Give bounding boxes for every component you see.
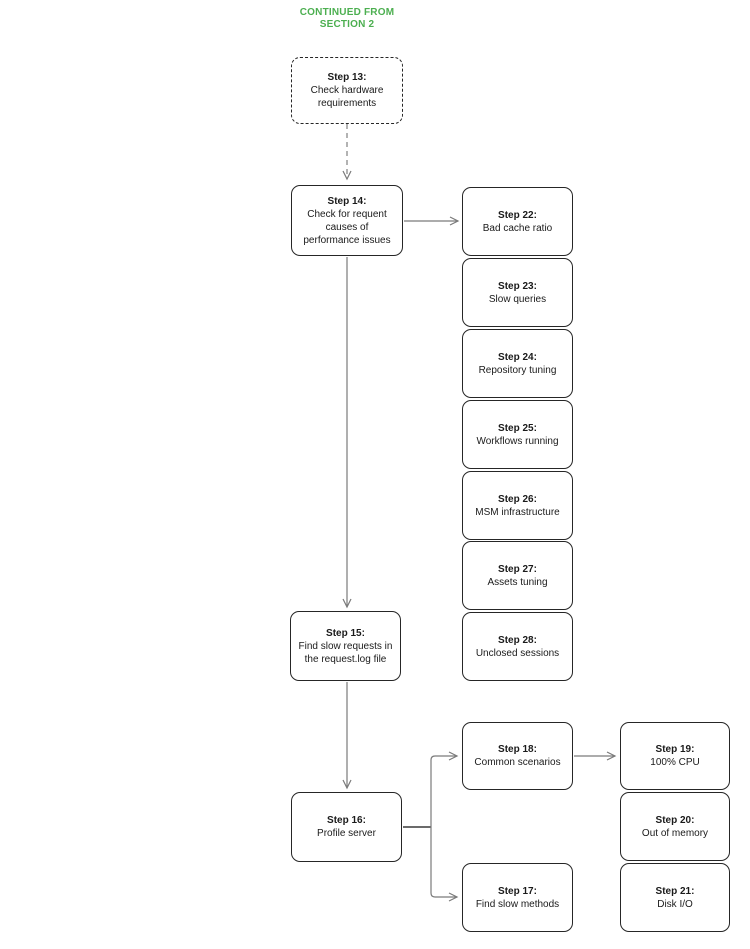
flowchart-node-step-15: Step 15: Find slow requests in the reque… xyxy=(290,611,401,681)
flowchart-node-step-23: Step 23: Slow queries xyxy=(462,258,573,327)
node-desc: 100% CPU xyxy=(650,757,700,768)
node-desc: Find slow methods xyxy=(475,898,560,910)
node-desc: Bad cache ratio xyxy=(482,222,553,234)
node-desc: Profile server xyxy=(317,828,376,839)
flowchart-node-step-27: Step 27: Assets tuning xyxy=(462,541,573,610)
node-title: Step 16: xyxy=(327,815,366,826)
node-title: Step 24: xyxy=(498,351,537,363)
flowchart-node-step-25: Step 25: Workflows running xyxy=(462,400,573,469)
node-title: Step 26: xyxy=(498,493,537,505)
node-desc: Unclosed sessions xyxy=(475,647,560,659)
continued-from-label: CONTINUED FROM SECTION 2 xyxy=(299,7,395,30)
node-title: Step 23: xyxy=(498,280,537,292)
node-title: Step 22: xyxy=(498,209,537,221)
flowchart-node-step-16: Step 16: Profile server xyxy=(291,792,402,862)
flowchart-node-step-22: Step 22: Bad cache ratio xyxy=(462,187,573,256)
node-desc: Check hardware requirements xyxy=(310,85,384,109)
node-title: Step 15: xyxy=(326,627,365,639)
flowchart-node-step-19: Step 19: 100% CPU xyxy=(620,722,730,790)
node-title: Step 21: xyxy=(655,885,695,897)
node-desc: Slow queries xyxy=(488,293,547,305)
node-desc: Workflows running xyxy=(476,435,559,447)
node-desc: Assets tuning xyxy=(487,576,548,588)
flowchart-node-step-28: Step 28: Unclosed sessions xyxy=(462,612,573,681)
node-desc: MSM infrastructure xyxy=(475,506,560,518)
node-desc: Disk I/O xyxy=(657,898,693,910)
flowchart-node-step-21: Step 21: Disk I/O xyxy=(620,863,730,932)
node-title: Step 17: xyxy=(498,885,537,897)
node-title: Step 25: xyxy=(498,422,537,434)
node-title: Step 14: xyxy=(327,195,367,207)
node-title: Step 20: xyxy=(655,814,695,826)
node-title: Step 27: xyxy=(498,563,537,575)
node-desc: Out of memory xyxy=(641,827,709,839)
node-title: Step 28: xyxy=(498,634,537,646)
node-title: Step 18: xyxy=(498,744,537,755)
flowchart-node-step-14: Step 14: Check for requent causes of per… xyxy=(291,185,403,256)
arrow-step16-to-step18 xyxy=(430,751,459,827)
flowchart-node-step-20: Step 20: Out of memory xyxy=(620,792,730,861)
node-title: Step 19: xyxy=(655,744,695,755)
node-title: Step 13: xyxy=(327,72,367,83)
flowchart-node-step-13: Step 13: Check hardware requirements xyxy=(291,57,403,124)
flowchart-node-step-18: Step 18: Common scenarios xyxy=(462,722,573,790)
flowchart-node-step-17: Step 17: Find slow methods xyxy=(462,863,573,932)
flowchart-node-step-24: Step 24: Repository tuning xyxy=(462,329,573,398)
node-desc: Check for requent causes of performance … xyxy=(303,208,391,246)
node-desc: Repository tuning xyxy=(478,364,557,376)
node-desc: Common scenarios xyxy=(474,757,561,768)
node-desc: Find slow requests in the request.log fi… xyxy=(298,640,393,665)
arrow-step16-to-step17 xyxy=(430,827,459,902)
flowchart-node-step-26: Step 26: MSM infrastructure xyxy=(462,471,573,540)
